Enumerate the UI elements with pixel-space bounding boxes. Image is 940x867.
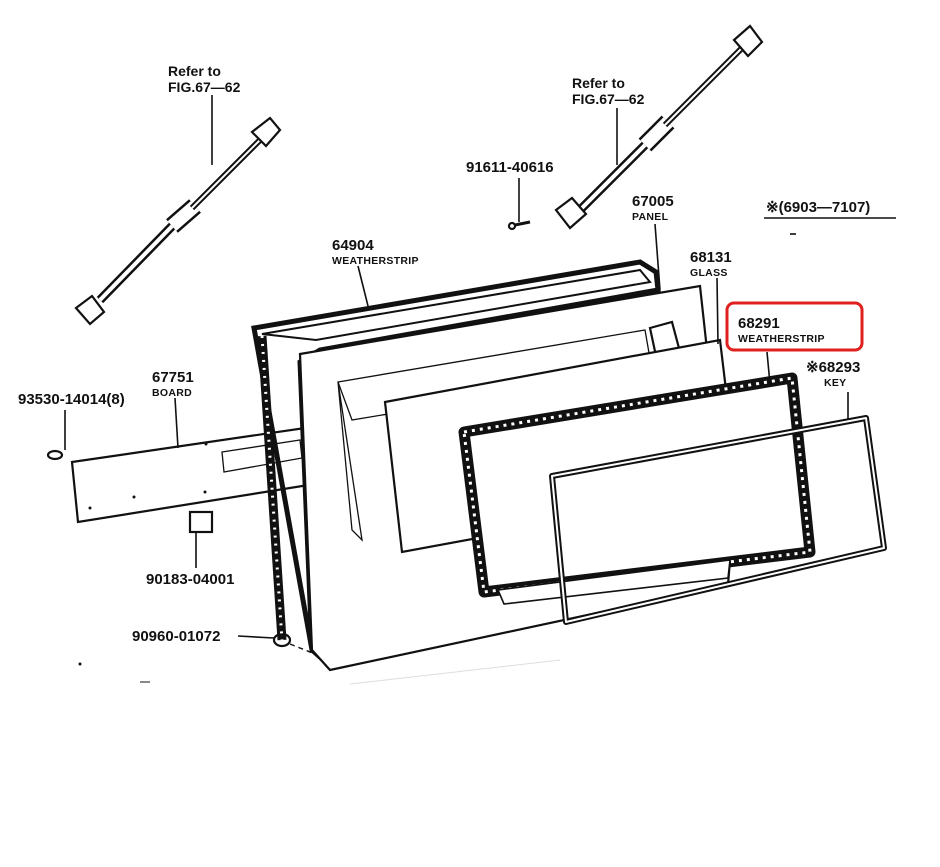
label-67751-sub: BOARD [152, 387, 192, 399]
ref-left-line1: Refer to [168, 63, 221, 79]
weatherstrip-68291 [458, 372, 816, 605]
label-date-range: ※(6903—7107) [766, 199, 870, 216]
key-68293 [549, 415, 887, 625]
leader-67005 [654, 223, 661, 291]
label-90183: 90183-04001 [146, 571, 234, 588]
label-68291-sub: WEATHERSTRIP [738, 333, 825, 345]
label-68131-sub: GLASS [690, 267, 728, 279]
label-90960: 90960-01072 [132, 628, 220, 645]
ref-right-line2: FIG.67—62 [572, 91, 645, 107]
clip-90183 [188, 510, 214, 568]
leader-64904 [357, 265, 369, 307]
label-68293-sub: KEY [824, 377, 847, 389]
label-67751: 67751 [152, 369, 194, 386]
label-67005-sub: PANEL [632, 211, 669, 223]
leader-68291 [766, 351, 771, 385]
ref-left-line2: FIG.67—62 [168, 79, 241, 95]
label-67005: 67005 [632, 193, 674, 210]
right-gas-strut [554, 24, 764, 230]
left-gas-strut [74, 116, 282, 326]
screw-91611 [507, 178, 531, 231]
ref-right-line1: Refer to [572, 75, 625, 91]
label-64904-sub: WEATHERSTRIP [332, 255, 419, 267]
label-64904: 64904 [332, 237, 374, 254]
bolt-93530 [46, 410, 66, 461]
label-91611: 91611-40616 [466, 159, 554, 176]
label-93530: 93530-14014(8) [18, 391, 125, 408]
label-68291: 68291 [738, 315, 780, 332]
label-68131: 68131 [690, 249, 732, 266]
label-68293: ※68293 [806, 359, 860, 376]
leader-67751 [174, 397, 179, 449]
highlight-box-68291 [725, 301, 864, 352]
leader-68131 [716, 277, 719, 345]
